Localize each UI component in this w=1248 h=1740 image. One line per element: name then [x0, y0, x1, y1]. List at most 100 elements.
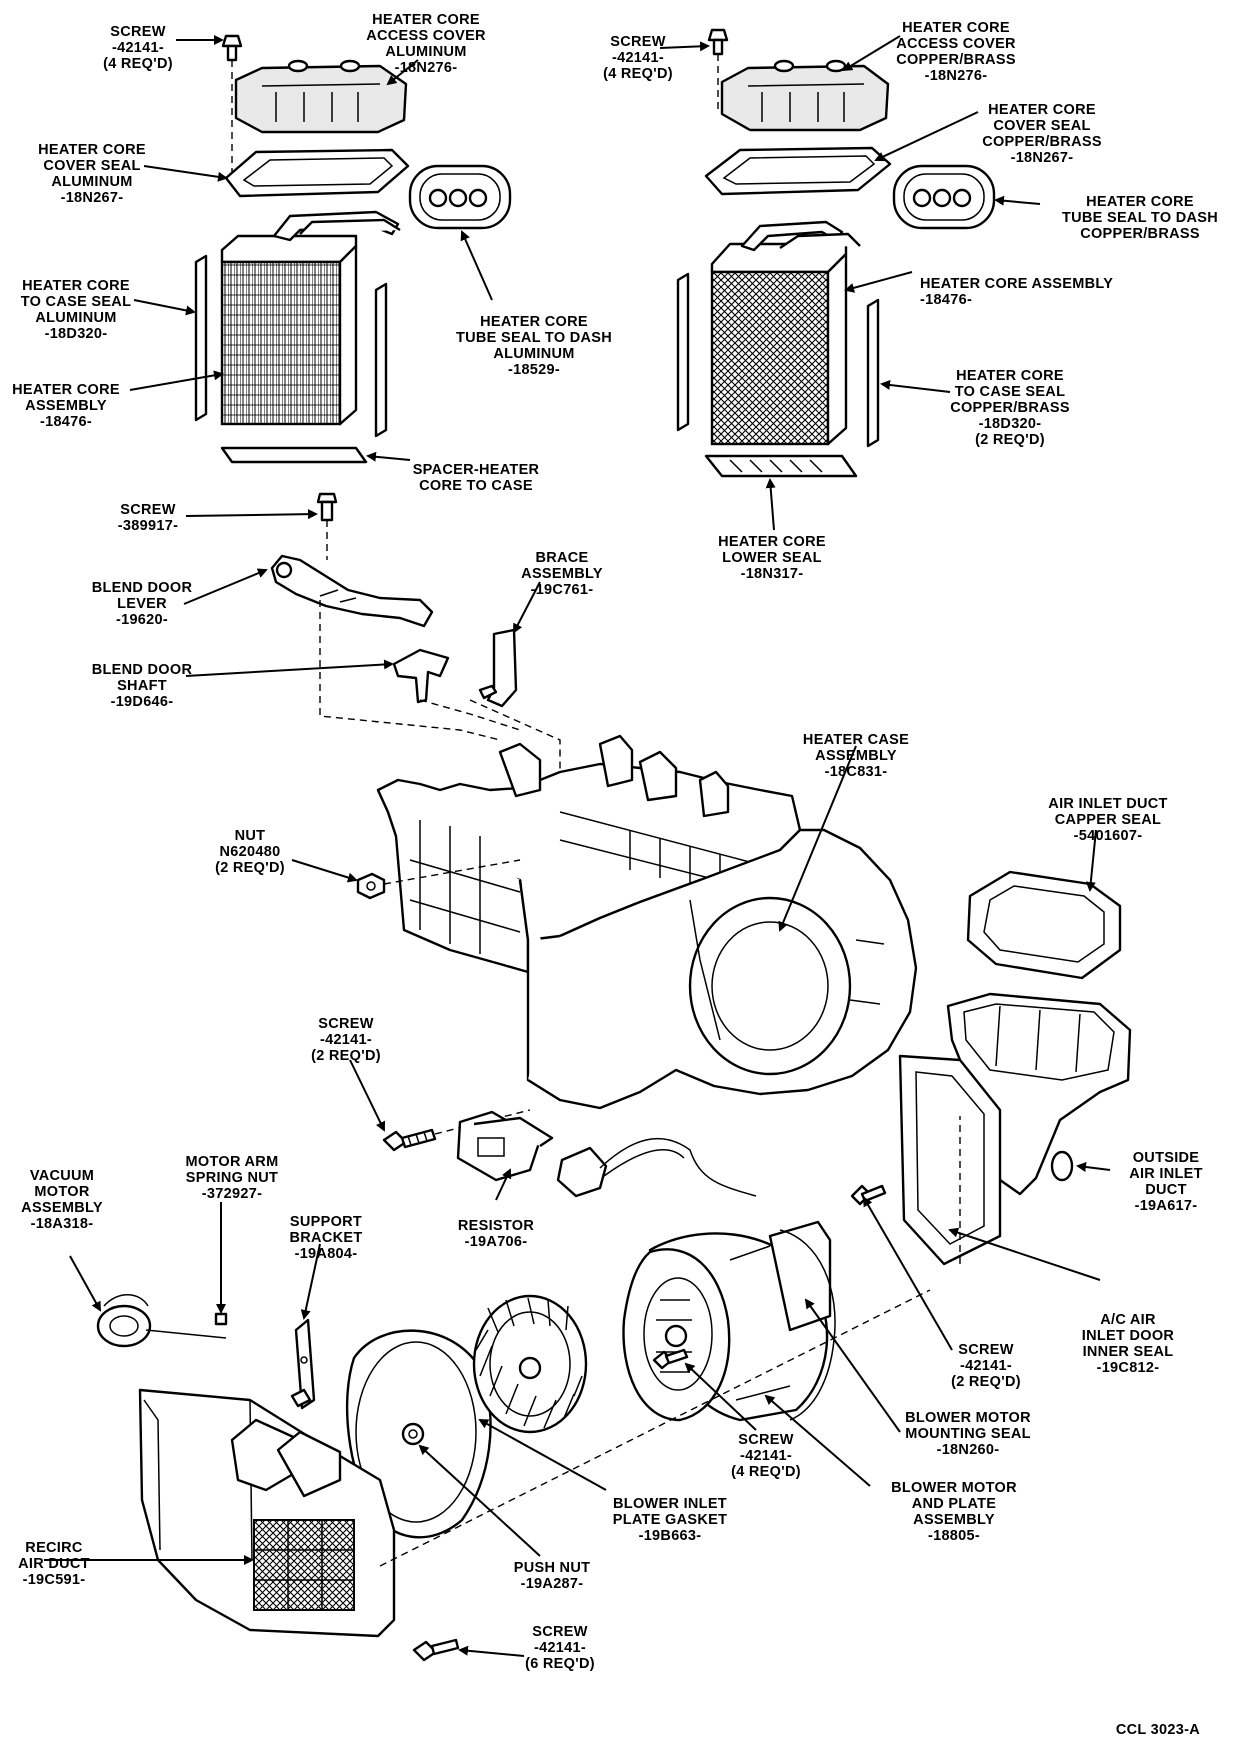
- label-line: HEATER CORE: [22, 278, 130, 294]
- label-line: HEATER CORE: [372, 12, 480, 28]
- label-line: ASSEMBLY: [21, 1200, 103, 1216]
- label-line: -18N260-: [937, 1442, 1000, 1458]
- label-line: BRACE: [535, 550, 588, 566]
- label-line: RECIRC: [25, 1540, 83, 1556]
- blend-door-shaft: [392, 648, 450, 704]
- label-line: TUBE SEAL TO DASH: [456, 330, 612, 346]
- label-line: PUSH NUT: [514, 1560, 591, 1576]
- label-line: -18D320-: [45, 326, 108, 342]
- label-screw-6req: SCREW-42141-(6 REQ'D): [525, 1624, 595, 1672]
- label-line: -42141-: [112, 40, 164, 56]
- label-line: SCREW: [610, 34, 665, 50]
- label-line: -18529-: [508, 362, 560, 378]
- label-line: MOTOR ARM: [186, 1154, 279, 1170]
- label-line: -18N267-: [61, 190, 124, 206]
- label-line: OUTSIDE: [1133, 1150, 1200, 1166]
- label-line: -19C761-: [531, 582, 594, 598]
- label-screw-2req: SCREW-42141-(2 REQ'D): [311, 1016, 381, 1064]
- label-line: HEATER CASE: [803, 732, 909, 748]
- label-screw-4req: SCREW-42141-(4 REQ'D): [731, 1432, 801, 1480]
- leader-lines: [44, 35, 1111, 1657]
- cover-seal-aluminum: [224, 148, 410, 198]
- label-resistor: RESISTOR-19A706-: [458, 1218, 534, 1250]
- label-screw-r2: SCREW-42141-(2 REQ'D): [951, 1342, 1021, 1390]
- label-core-cu: HEATER CORE ASSEMBLY-18476-: [920, 276, 1113, 308]
- ac-air-inlet-door-seal: [898, 1054, 1002, 1266]
- label-line: -18476-: [40, 414, 92, 430]
- access-cover-copper: [720, 59, 890, 132]
- blower-motor-and-plate: [622, 1220, 832, 1422]
- brace-assembly: [478, 628, 518, 708]
- label-line: (4 REQ'D): [103, 56, 173, 72]
- label-line: -19C591-: [23, 1572, 86, 1588]
- label-line: CORE TO CASE: [419, 478, 533, 494]
- label-line: SPACER-HEATER: [413, 462, 540, 478]
- label-line: BLEND DOOR: [92, 662, 193, 678]
- label-line: TO CASE SEAL: [21, 294, 132, 310]
- spacer-aluminum: [220, 446, 368, 464]
- label-line: COPPER/BRASS: [982, 134, 1102, 150]
- vacuum-motor-assembly: [96, 1294, 227, 1348]
- label-line: SPRING NUT: [186, 1170, 278, 1186]
- label-screw-389: SCREW-389917-: [118, 502, 178, 534]
- label-line: (2 REQ'D): [975, 432, 1045, 448]
- label-line: SHAFT: [117, 678, 167, 694]
- label-line: -389917-: [118, 518, 178, 534]
- label-line: (6 REQ'D): [525, 1656, 595, 1672]
- case-seal-copper-left: [676, 272, 690, 432]
- case-seal-aluminum-right: [374, 282, 388, 438]
- label-line: -19B663-: [639, 1528, 702, 1544]
- label-line: -18476-: [920, 292, 972, 308]
- label-line: ALUMINUM: [493, 346, 574, 362]
- label-push-nut: PUSH NUT-19A287-: [514, 1560, 591, 1592]
- label-line: CAPPER SEAL: [1055, 812, 1161, 828]
- nut-n620480: [356, 872, 386, 900]
- label-code: CCL 3023-A: [1116, 1722, 1200, 1738]
- blend-door-lever: [270, 554, 434, 628]
- label-line: COVER SEAL: [993, 118, 1090, 134]
- label-line: DUCT: [1145, 1182, 1186, 1198]
- label-line: (2 REQ'D): [951, 1374, 1021, 1390]
- label-line: -19A706-: [465, 1234, 528, 1250]
- label-line: INNER SEAL: [1083, 1344, 1174, 1360]
- label-line: -19A287-: [521, 1576, 584, 1592]
- label-line: -18N317-: [741, 566, 804, 582]
- label-line: -18N267-: [1011, 150, 1074, 166]
- label-line: -5401607-: [1074, 828, 1143, 844]
- label-line: SUPPORT: [290, 1214, 362, 1230]
- label-line: ASSEMBLY: [815, 748, 897, 764]
- label-line: ASSEMBLY: [521, 566, 603, 582]
- label-line: ALUMINUM: [35, 310, 116, 326]
- label-line: HEATER CORE: [38, 142, 146, 158]
- label-line: INLET DOOR: [1082, 1328, 1175, 1344]
- label-line: BRACKET: [290, 1230, 363, 1246]
- label-line: ALUMINUM: [385, 44, 466, 60]
- heater-core-aluminum: [220, 210, 401, 426]
- label-line: ASSEMBLY: [913, 1512, 995, 1528]
- label-line: MOUNTING SEAL: [905, 1426, 1031, 1442]
- screw-top-right: [707, 28, 729, 56]
- label-line: -42141-: [612, 50, 664, 66]
- heater-core-copper: [710, 220, 861, 446]
- label-line: A/C AIR: [1100, 1312, 1156, 1328]
- label-line: HEATER CORE: [480, 314, 588, 330]
- tube-seal-aluminum: [408, 164, 512, 230]
- label-screw-tr: SCREW-42141-(4 REQ'D): [603, 34, 673, 82]
- label-line: SCREW: [958, 1342, 1013, 1358]
- label-line: PLATE GASKET: [613, 1512, 728, 1528]
- label-line: HEATER CORE: [12, 382, 120, 398]
- lower-seal-copper: [704, 454, 858, 478]
- label-line: -19D646-: [111, 694, 174, 710]
- label-line: TO CASE SEAL: [955, 384, 1066, 400]
